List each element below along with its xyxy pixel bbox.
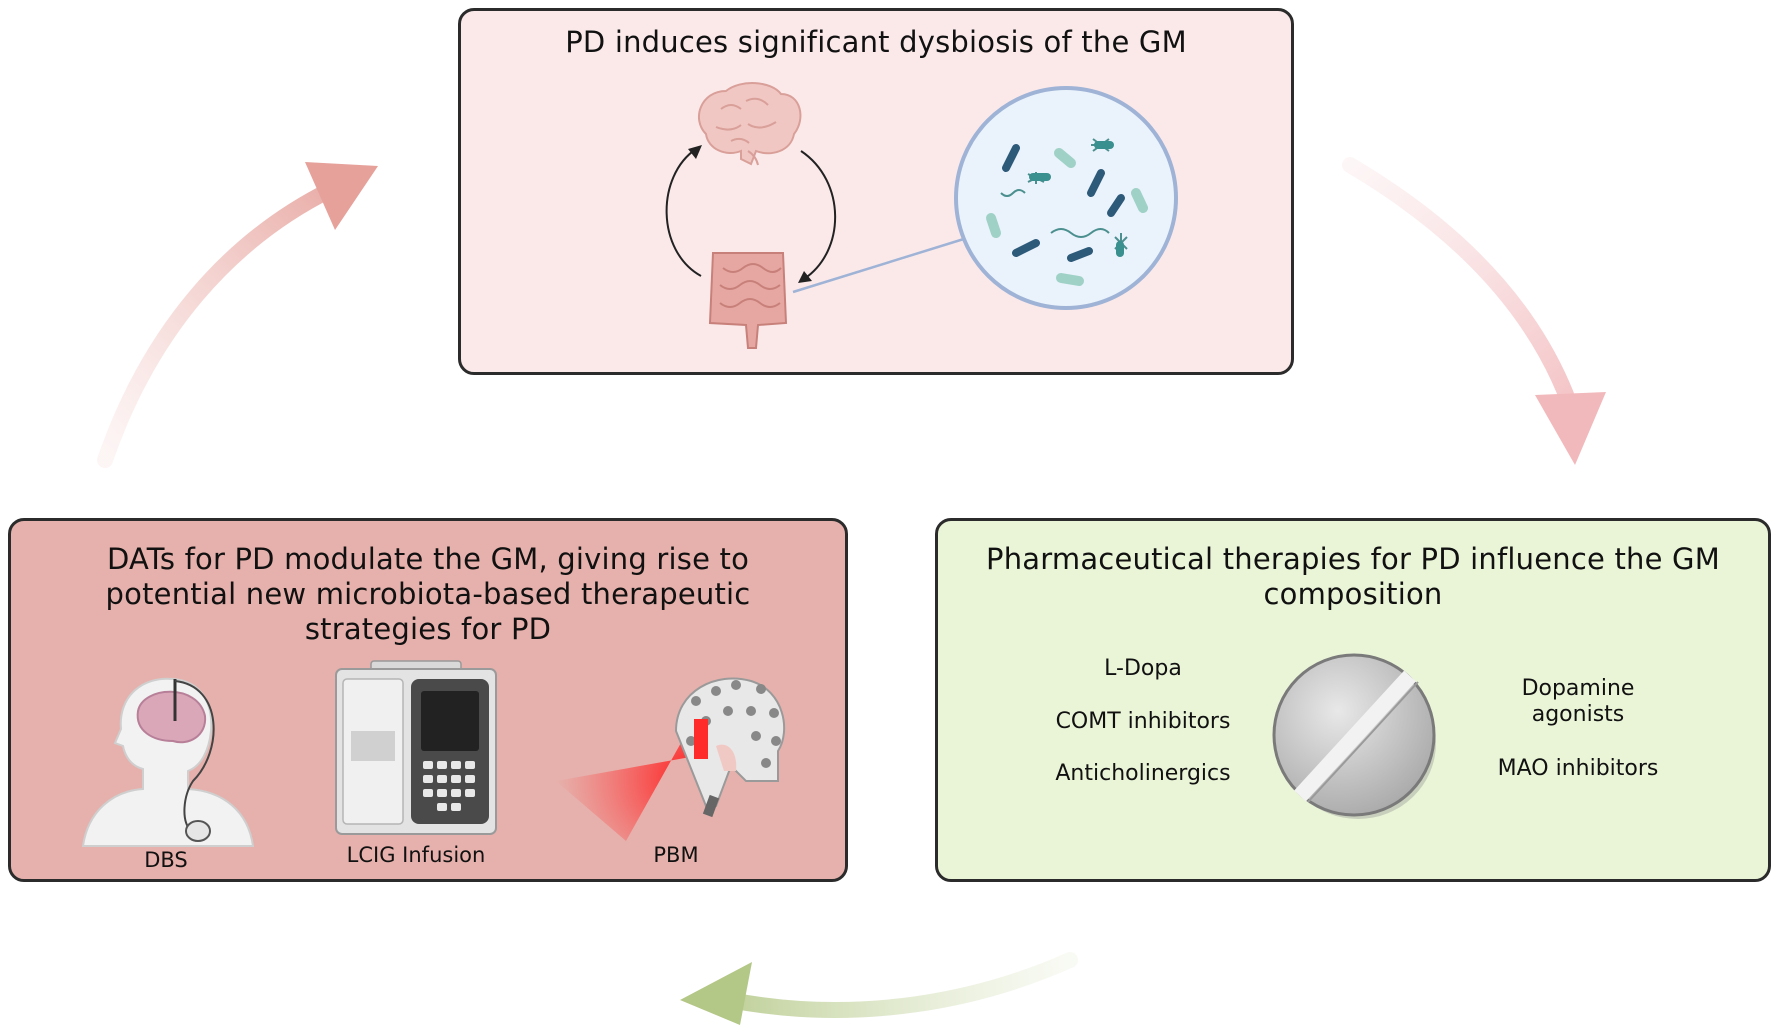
pharmaceutical-therapies-title: Pharmaceutical therapies for PD influenc… — [986, 542, 1720, 611]
infusion-pump-icon — [335, 660, 497, 835]
drug-mao-inhibitors: MAO inhibitors — [1497, 756, 1659, 781]
pbm-label: PBM — [653, 843, 699, 867]
brain-icon — [697, 82, 802, 166]
dbs-label: DBS — [144, 848, 188, 872]
pill-icon — [1272, 653, 1436, 819]
dat-therapies-panel: DATs for PD modulate the GM, giving rise… — [8, 518, 848, 882]
drug-l-dopa: L-Dopa — [1104, 656, 1182, 681]
drug-anticholinergics: Anticholinergics — [1055, 761, 1231, 786]
drug-dopamine-agonists: Dopamine agonists — [1521, 676, 1635, 727]
lcig-infusion-label: LCIG Infusion — [346, 843, 486, 867]
dat-therapies-title: DATs for PD modulate the GM, giving rise… — [105, 542, 751, 646]
photobiomodulation-helmet-icon — [556, 677, 786, 841]
microbiota-icon — [954, 86, 1178, 310]
pharmaceutical-therapies-panel: Pharmaceutical therapies for PD influenc… — [935, 518, 1771, 882]
drug-comt-inhibitors: COMT inhibitors — [1055, 709, 1231, 734]
gut-brain-axis-arrows — [665, 145, 837, 283]
intestine-icon — [708, 252, 788, 349]
deep-brain-stimulation-icon — [81, 677, 255, 847]
zoom-connector-line — [792, 236, 968, 294]
gm-dysbiosis-panel: PD induces significant dysbiosis of the … — [458, 8, 1294, 375]
gm-dysbiosis-title: PD induces significant dysbiosis of the … — [565, 25, 1187, 59]
